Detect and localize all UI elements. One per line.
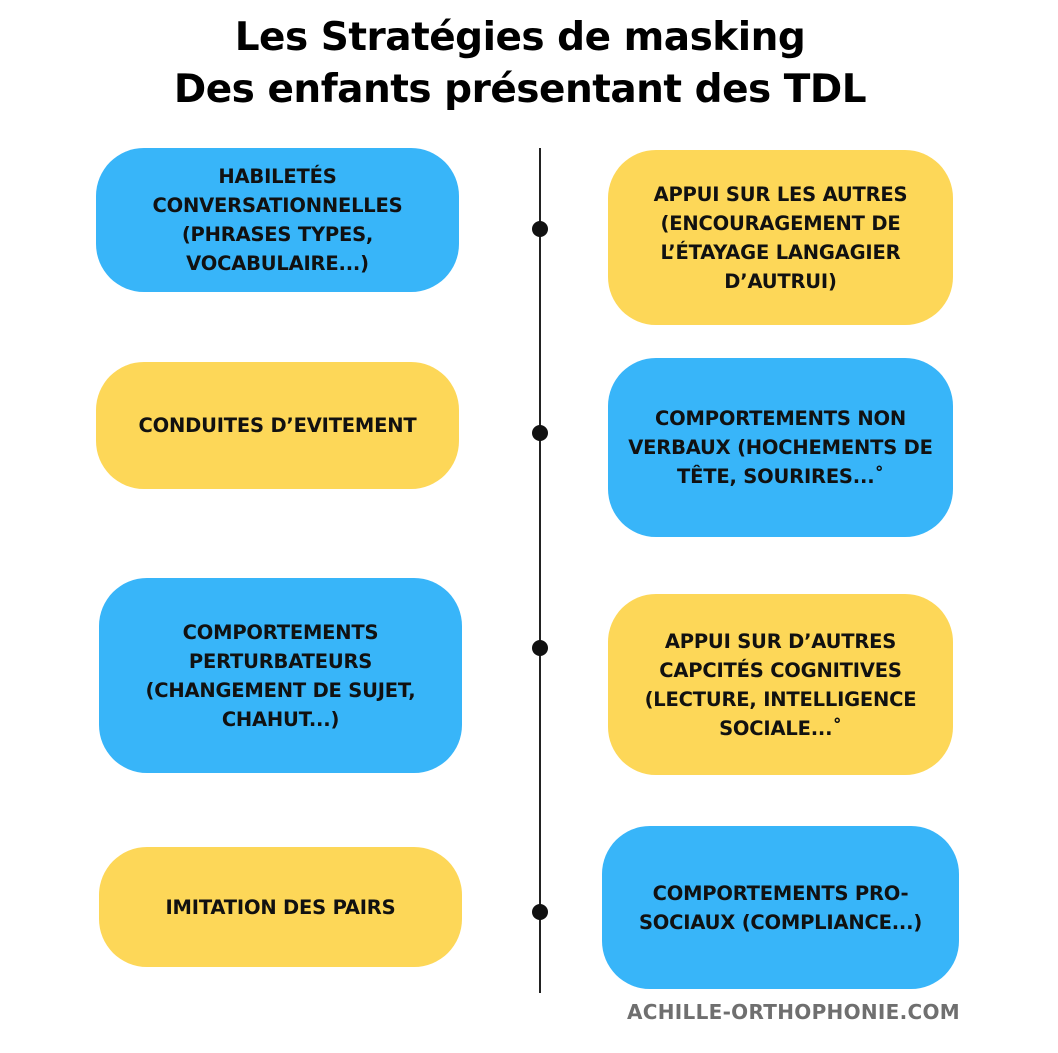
title-line-1: Les Stratégies de masking	[234, 15, 806, 60]
strategy-box-avoidance: CONDUITES D’EVITEMENT	[96, 362, 459, 489]
timeline-line	[539, 148, 541, 993]
strategy-box-peer-imitation: IMITATION DES PAIRS	[99, 847, 462, 967]
strategy-label: COMPORTEMENTS PRO- SOCIAUX (COMPLIANCE..…	[638, 881, 923, 934]
strategy-label: COMPORTEMENTS PERTURBATEURS (CHANGEMENT …	[145, 620, 416, 731]
strategy-box-disruptive-behaviors: COMPORTEMENTS PERTURBATEURS (CHANGEMENT …	[99, 578, 462, 773]
strategy-box-reliance-on-others: APPUI SUR LES AUTRES (ENCOURAGEMENT DE L…	[608, 150, 953, 325]
strategy-box-cognitive-abilities: APPUI SUR D’AUTRES CAPCITÉS COGNITIVES (…	[608, 594, 953, 775]
timeline-dot-4	[532, 904, 548, 920]
title-line-2: Des enfants présentant des TDL	[173, 67, 867, 112]
strategy-label: APPUI SUR D’AUTRES CAPCITÉS COGNITIVES (…	[644, 629, 917, 740]
strategy-label: IMITATION DES PAIRS	[165, 895, 396, 919]
timeline-dot-3	[532, 640, 548, 656]
strategy-label: APPUI SUR LES AUTRES (ENCOURAGEMENT DE L…	[653, 182, 908, 293]
strategy-label: HABILETÉS CONVERSATIONNELLES (PHRASES TY…	[152, 165, 403, 275]
strategy-box-prosocial-behaviors: COMPORTEMENTS PRO- SOCIAUX (COMPLIANCE..…	[602, 826, 959, 989]
strategy-label: CONDUITES D’EVITEMENT	[138, 414, 417, 437]
strategy-box-conversational-skills: HABILETÉS CONVERSATIONNELLES (PHRASES TY…	[96, 148, 459, 292]
strategy-box-nonverbal-behaviors: COMPORTEMENTS NON VERBAUX (HOCHEMENTS DE…	[608, 358, 953, 537]
footer-website: ACHILLE-ORTHOPHONIE.COM	[627, 1000, 960, 1024]
timeline-dot-1	[532, 221, 548, 237]
page-title: Les Stratégies de masking Des enfants pr…	[0, 12, 1040, 116]
timeline-dot-2	[532, 425, 548, 441]
strategy-label: COMPORTEMENTS NON VERBAUX (HOCHEMENTS DE…	[628, 407, 933, 488]
